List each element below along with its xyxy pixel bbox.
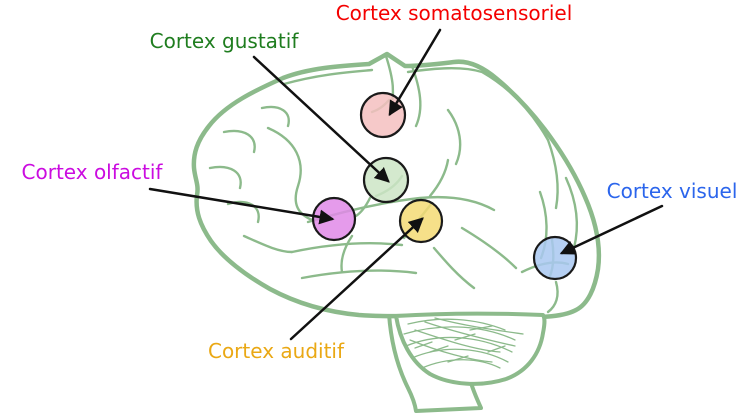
arrow-gustatif [252,55,390,183]
region-marker-olfactif [311,196,357,242]
label-olfactif: Cortex olfactif [21,160,163,184]
arrow-visuel [559,204,664,255]
arrow-auditif [289,217,424,341]
label-somatosensoriel: Cortex somatosensoriel [335,1,573,25]
arrow-olfactif [148,187,335,225]
label-auditif: Cortex auditif [207,339,345,363]
cerebellum-hatching [403,317,524,369]
label-gustatif: Cortex gustatif [149,29,299,53]
arrow-somatosensoriel [388,28,442,117]
region-marker-visuel [532,235,578,281]
sulci-lines [208,54,579,314]
label-visuel: Cortex visuel [606,179,738,203]
